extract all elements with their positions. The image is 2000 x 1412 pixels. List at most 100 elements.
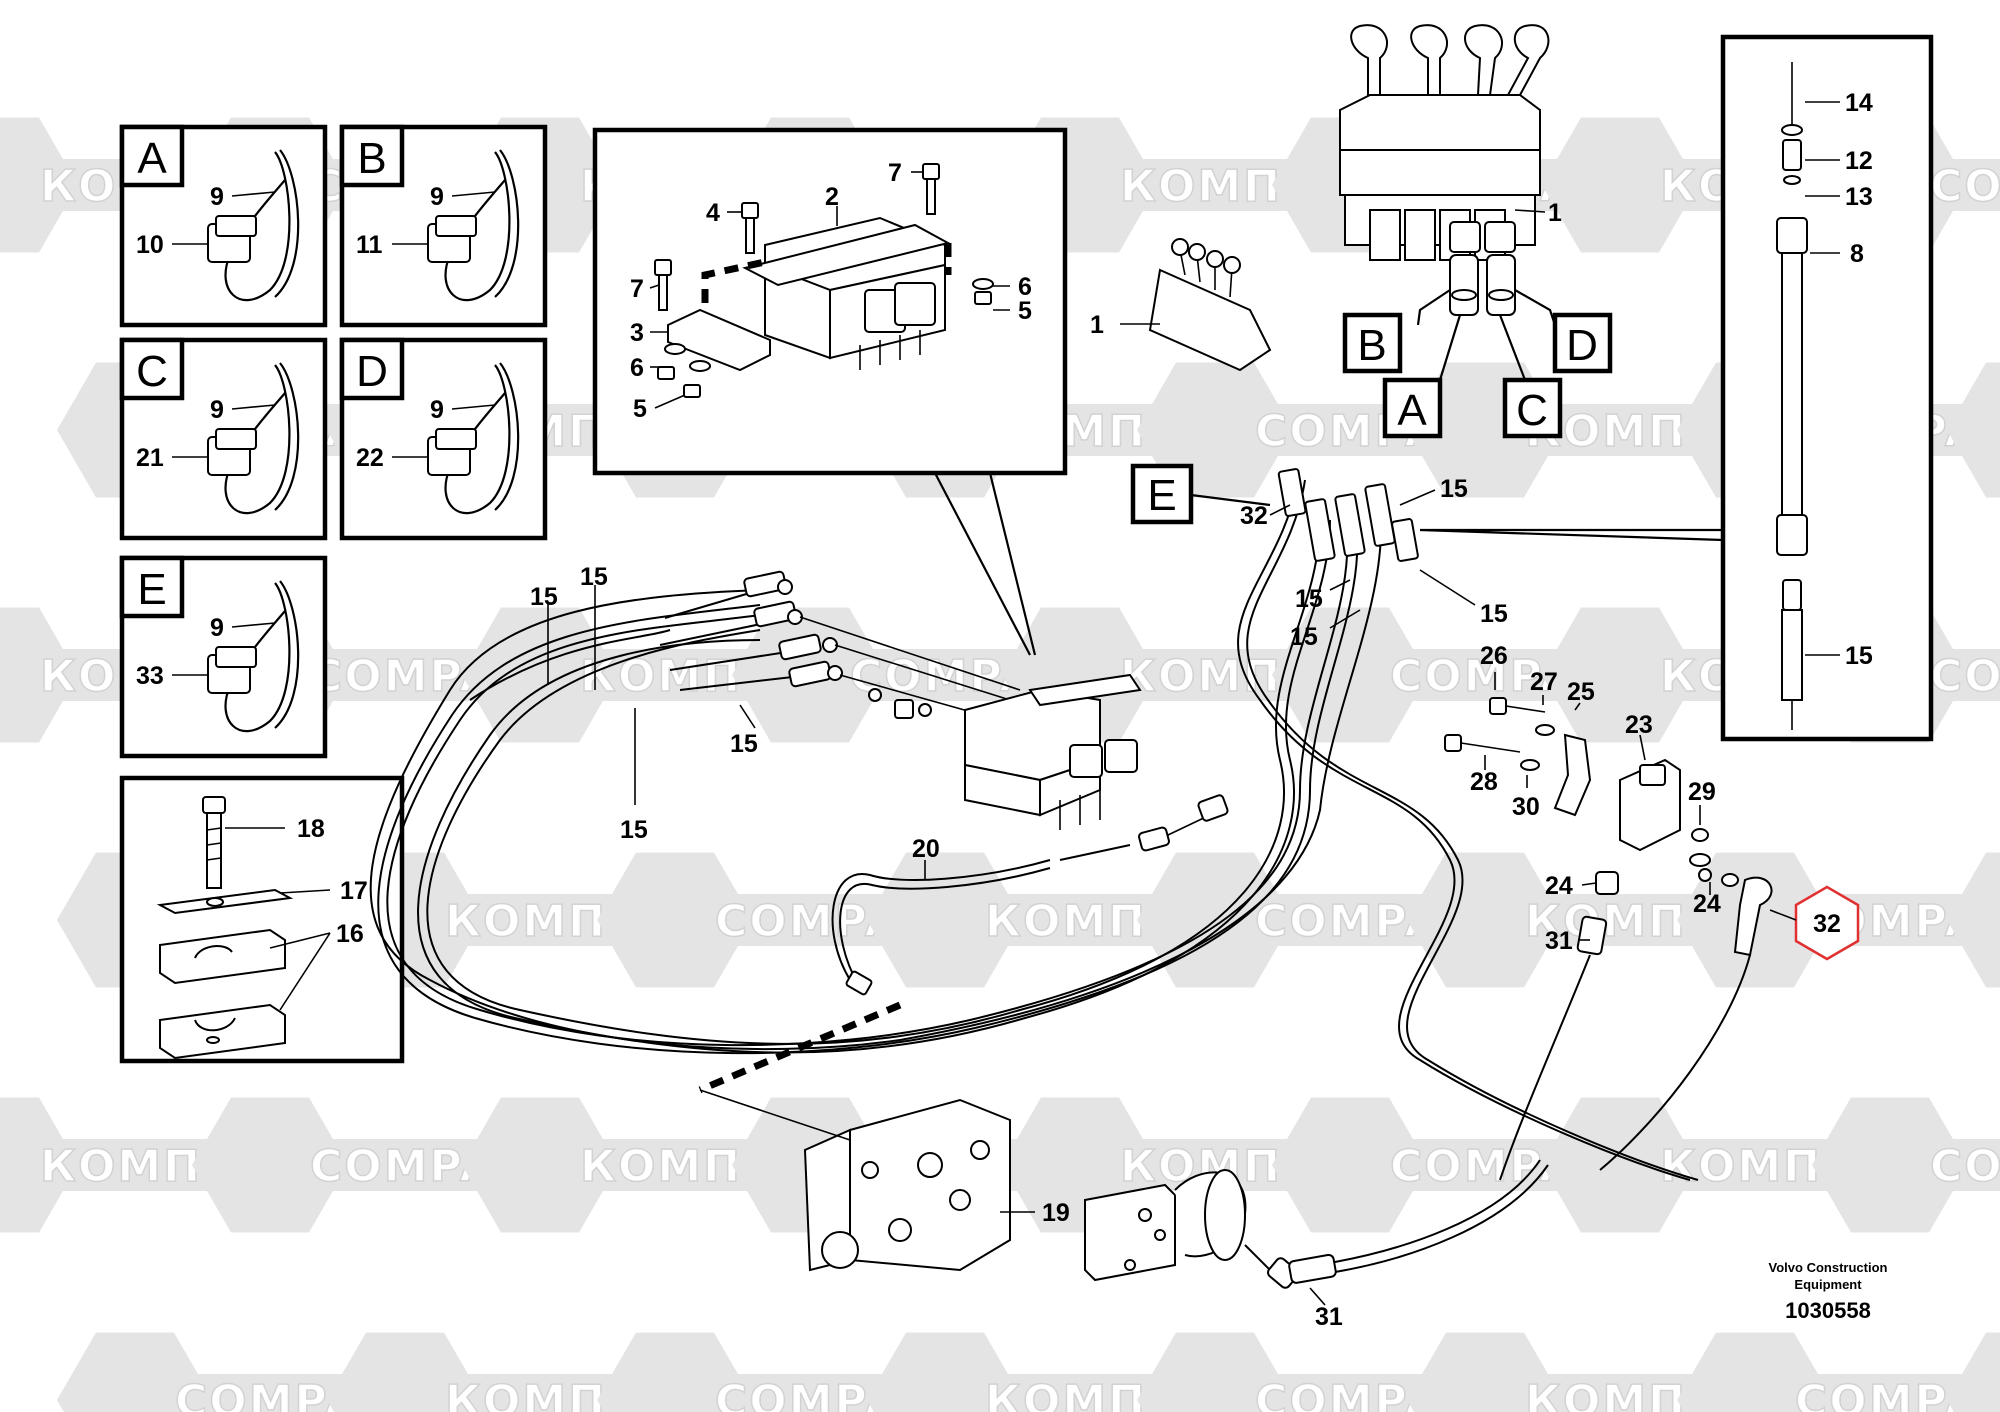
label-lever-1: 1	[1090, 311, 1104, 339]
label-bolt-7-top: 7	[888, 159, 902, 187]
watermark-text: COMPART	[1930, 651, 2000, 702]
watermark-tile: КОМПАРТ	[1947, 1332, 2000, 1412]
label-plate-3: 3	[630, 319, 644, 347]
label-hose-15-e: 15	[530, 583, 558, 611]
lever-assembly-icon	[1148, 238, 1272, 372]
watermark-text: COMPART	[1930, 1141, 2000, 1192]
label-bolt-7-left: 7	[630, 275, 644, 303]
drawing-id: 1030558	[1785, 1298, 1871, 1323]
detail-box-d: D 9 22	[339, 337, 548, 541]
label-fitting-31: 31	[1315, 1303, 1343, 1331]
detail-box-c: C 9 21	[119, 337, 328, 541]
detail-letter-c: C	[136, 347, 168, 396]
label-hose-20: 20	[912, 835, 940, 863]
label-hose-14: 14	[1845, 89, 1873, 117]
highlight-label-32: 32	[1813, 910, 1841, 938]
valve-detail-box: 7 2 4 7 6 5 3 6 5	[592, 127, 1068, 656]
clamp-block-icon	[159, 928, 286, 1060]
brand-line-2: Equipment	[1794, 1277, 1862, 1292]
label-clip-c: 21	[136, 444, 164, 472]
port-letter-b: B	[1357, 321, 1386, 370]
detail-box-a: A 9 10	[119, 124, 328, 328]
clamp-detail-box: 18 17 16	[119, 775, 405, 1064]
plate-icon	[156, 888, 294, 915]
label-nut-29: 29	[1688, 778, 1716, 806]
lever-icon	[1350, 24, 1550, 96]
valve-block-icon	[964, 673, 1142, 830]
mount-plate-icon	[667, 223, 951, 372]
label-sensor-23: 23	[1625, 711, 1653, 739]
label-valve-19: 19	[1042, 1199, 1070, 1227]
label-tie-b: 9	[430, 183, 444, 211]
detail-letter-e: E	[137, 565, 166, 614]
port-letter-d: D	[1566, 321, 1598, 370]
label-clip-a: 10	[136, 231, 164, 259]
label-hose-15-c: 15	[1290, 623, 1318, 651]
label-hose-12: 12	[1845, 147, 1873, 175]
label-hose-13: 13	[1845, 183, 1873, 211]
control-valve-block-icon	[699, 1089, 1011, 1272]
label-fitting-24-left: 24	[1545, 872, 1573, 900]
watermark-tile: COMPART	[1812, 1097, 2000, 1233]
cable-tie-icon	[207, 362, 300, 515]
bolt-icon	[202, 796, 226, 889]
cable-tie-icon	[427, 362, 520, 515]
label-clip-d: 22	[356, 444, 384, 472]
label-tie-e: 9	[210, 614, 224, 642]
label-hose-15-h: 15	[620, 816, 648, 844]
label-bracket-25: 25	[1567, 678, 1595, 706]
label-nut-5-left: 5	[633, 395, 647, 423]
detail-box-e: E 9 33	[119, 555, 328, 759]
watermark-tile: COMPART	[1677, 1332, 2000, 1412]
main-view: 1 E 32 15 15 15 15	[369, 238, 1860, 1331]
label-washer-6-left: 6	[630, 354, 644, 382]
control-valve-assembly: 1 B D A C	[1339, 24, 1613, 439]
label-control-valve-1: 1	[1548, 199, 1562, 227]
label-plate: 17	[340, 877, 368, 905]
washer-icon	[664, 278, 994, 372]
detail-box-b: B 9 11	[339, 124, 548, 328]
label-hose-15-d: 15	[1480, 600, 1508, 628]
label-hose-8: 8	[1850, 240, 1864, 268]
label-hose-15-a: 15	[1440, 475, 1468, 503]
watermark-tile: КОМПАРТ	[1947, 852, 2000, 988]
label-fitting-24-right: 24	[1693, 890, 1721, 918]
label-hose-32: 32	[1240, 502, 1268, 530]
label-washer-27: 27	[1530, 668, 1558, 696]
drawing-footer: Volvo Construction Equipment 1030558	[1769, 1260, 1888, 1323]
pump-icon	[1084, 1169, 1247, 1282]
cable-tie-icon	[427, 149, 520, 302]
label-hose-15-b: 15	[1295, 585, 1323, 613]
cable-tie-icon	[207, 149, 300, 302]
label-valve-2: 2	[825, 183, 839, 211]
highlight-marker-32[interactable]: 32	[1794, 885, 1860, 961]
watermark-tile: КОМПАРТ	[462, 1097, 843, 1233]
port-letter-c: C	[1516, 386, 1548, 435]
label-bolt-28: 28	[1470, 768, 1498, 796]
label-tie-a: 9	[210, 183, 224, 211]
label-clamp-block: 16	[336, 920, 364, 948]
main-letter-e: E	[1147, 471, 1176, 520]
label-bolt-4: 4	[706, 199, 720, 227]
label-washer-30: 30	[1512, 793, 1540, 821]
label-clip-e: 33	[136, 662, 164, 690]
label-hose-15: 15	[1845, 642, 1873, 670]
bracket-assembly-icon	[1444, 697, 1773, 957]
label-hose-15-g: 15	[730, 730, 758, 758]
watermark-tile: КОМПАРТ	[1947, 362, 2000, 498]
detail-letter-b: B	[357, 134, 386, 183]
port-letter-a: A	[1397, 386, 1427, 435]
bolt-icon	[654, 163, 992, 398]
detail-letter-d: D	[356, 347, 388, 396]
label-tie-c: 9	[210, 396, 224, 424]
detail-letter-a: A	[137, 134, 167, 183]
hose-detail-box: 14 12 13 8 15	[1419, 34, 1934, 742]
label-washer-6-right: 6	[1018, 273, 1032, 301]
brand-line-1: Volvo Construction	[1769, 1260, 1888, 1275]
watermark-text: COMPART	[1930, 161, 2000, 212]
cable-tie-icon	[207, 580, 300, 733]
label-clip-b: 11	[356, 231, 383, 259]
label-hose-15-f: 15	[580, 563, 608, 591]
label-fitting-31-upper: 31	[1545, 927, 1573, 955]
